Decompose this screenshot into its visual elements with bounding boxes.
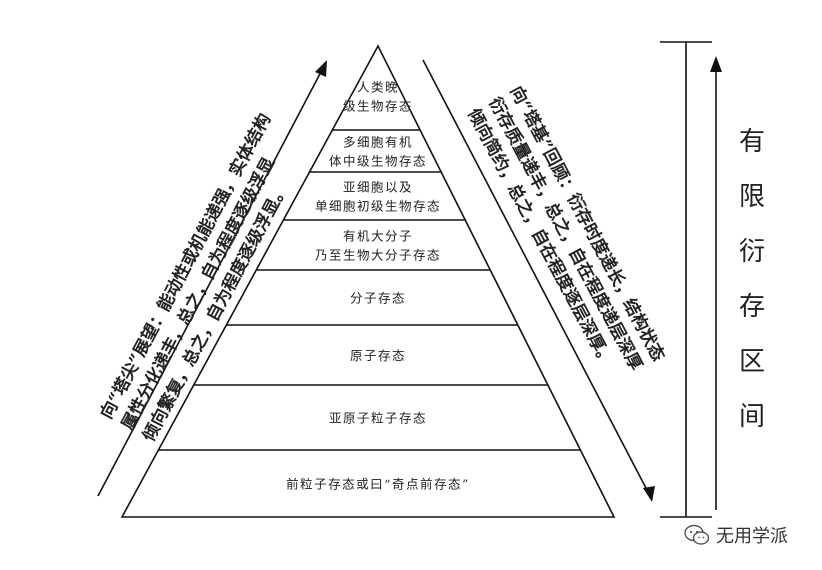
pyramid-level-label: 乃至生物大分子存态: [315, 248, 441, 263]
wechat-icon: [684, 524, 710, 545]
pyramid-level-label: 多细胞有机: [343, 135, 413, 150]
pyramid-level-label: 原子存态: [350, 348, 406, 363]
right-down-arrow: [422, 59, 655, 502]
pyramid-level-label: 亚原子粒子存态: [329, 411, 427, 426]
left-up-arrow: [97, 60, 327, 497]
pyramid-level-label: 体中级生物存态: [329, 154, 427, 169]
pyramid-outline: [120, 44, 616, 518]
title-char: 存: [739, 292, 765, 322]
pyramid-level-label: 单细胞初级生物存态: [315, 199, 441, 214]
pyramid-levels: 人类晚级生物存态多细胞有机体中级生物存态亚细胞以及单细胞初级生物存态有机大分子乃…: [158, 80, 581, 492]
title-char: 衍: [739, 237, 765, 267]
title-char: 有: [739, 127, 765, 157]
pyramid-level-label: 有机大分子: [343, 229, 413, 244]
interval-bracket: [660, 41, 712, 518]
pyramid-level-label: 亚细胞以及: [343, 180, 413, 195]
watermark: 无用学派: [684, 522, 788, 548]
pyramid-level-label: 分子存态: [350, 291, 406, 306]
title-char: 限: [739, 182, 765, 212]
watermark-label: 无用学派: [716, 526, 788, 547]
pyramid-level-label: 人类晚: [357, 80, 399, 95]
title-char: 间: [739, 402, 765, 432]
interval-up-arrow: [710, 56, 722, 510]
title-char: 区: [739, 347, 765, 377]
pyramid-level-label: 前粒子存态或曰“奇点前存态”: [286, 477, 470, 492]
pyramid-level-label: 级生物存态: [343, 99, 413, 114]
